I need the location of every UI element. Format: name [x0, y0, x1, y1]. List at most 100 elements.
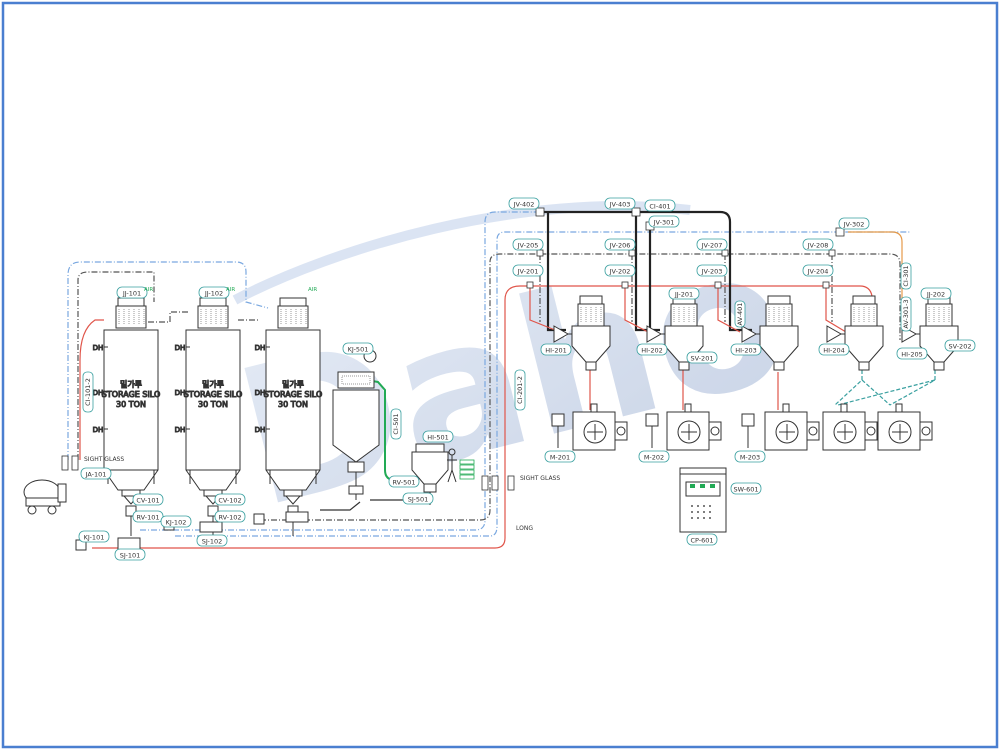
day-silo [826, 295, 884, 371]
tag-sw-601: SW-601 [730, 482, 762, 495]
operator-panel [741, 413, 755, 448]
level-mark: DH [93, 344, 104, 352]
tag-hi-202: HI-202 [636, 343, 668, 356]
tag-jv-301-text: JV-301 [653, 219, 675, 227]
tag-av-401-text: AV-401 [736, 303, 744, 326]
tag-hi-501-text: HI-501 [427, 434, 449, 442]
tag-jv-206: JV-206 [604, 238, 636, 251]
tag-rv-501-text: RV-501 [393, 479, 416, 487]
hopper-feeder [411, 443, 449, 505]
tag-jv-402-text: JV-402 [513, 201, 535, 209]
air-label-2: AIR [226, 287, 235, 293]
tag-m-203-text: M-203 [740, 454, 760, 462]
sight-glass-left [61, 455, 79, 471]
tag-jv-207: JV-207 [696, 238, 728, 251]
tag-rv-101: RV-101 [132, 510, 164, 523]
material-stack [459, 459, 475, 480]
tag-jv-204: JV-204 [802, 264, 834, 277]
level-mark: DH [255, 389, 266, 397]
tag-kj-102: KJ-102 [160, 515, 192, 528]
tag-rv-501: RV-501 [388, 475, 420, 488]
mixer-machine [764, 403, 820, 451]
tag-sj-501: SJ-501 [402, 492, 434, 505]
silo-capacity: 30 TON [278, 400, 308, 409]
tag-hi-204: HI-204 [818, 343, 850, 356]
tag-jv-403-text: JV-403 [609, 201, 631, 209]
tag-jj-202: JJ-202 [920, 287, 952, 300]
sight-glass-mid-label: SIGHT GLASS [520, 475, 560, 482]
tag-hi-202-text: HI-202 [641, 347, 663, 355]
silo-capacity: 30 TON [198, 400, 228, 409]
mixer-machine [572, 403, 628, 451]
tag-m-201-text: M-201 [550, 454, 570, 462]
day-silo [553, 295, 611, 371]
tag-rv-102: RV-102 [214, 510, 246, 523]
silo-name-en: STORAGE SILO [184, 390, 243, 399]
silo-name-kr: 밀가루 [120, 380, 142, 389]
tag-cv-102: CV-102 [214, 493, 246, 506]
tag-sj-501-text: SJ-501 [408, 496, 429, 504]
silo-name-en: STORAGE SILO [102, 390, 161, 399]
sight-glass-left-label: SIGHT GLASS [84, 456, 124, 463]
tag-ci-301-text: CI-301 [902, 265, 910, 286]
tag-hi-201: HI-201 [540, 343, 572, 356]
tag-jj-201-text: JJ-201 [674, 291, 693, 299]
tag-jv-403: JV-403 [604, 197, 636, 210]
tag-kj-101: KJ-101 [78, 530, 110, 543]
level-mark: DH [93, 389, 104, 397]
silo-name-en: STORAGE SILO [264, 390, 323, 399]
tag-jv-206-text: JV-206 [609, 242, 631, 250]
tag-hi-205-text: HI-205 [901, 351, 923, 359]
tag-sv-202: SV-202 [944, 339, 976, 352]
tag-av-401: AV-401 [734, 300, 746, 328]
tag-rv-101-text: RV-101 [137, 514, 160, 522]
level-mark: DH [175, 344, 186, 352]
tag-jv-207-text: JV-207 [701, 242, 723, 250]
tag-jv-201: JV-201 [512, 264, 544, 277]
tag-m-202-text: M-202 [644, 454, 664, 462]
tag-ci-501: CI-501 [390, 408, 402, 440]
long-label: LONG [516, 525, 533, 532]
tag-jv-203: JV-203 [696, 264, 728, 277]
level-mark: DH [93, 426, 104, 434]
tag-jj-101: JJ-101 [116, 286, 148, 299]
tag-sj-102-text: SJ-102 [202, 538, 223, 546]
tag-sw-601-text: SW-601 [733, 486, 758, 494]
tag-kj-101-text: KJ-101 [84, 534, 105, 542]
air-label-3: AIR [308, 287, 317, 293]
tag-jv-202: JV-202 [604, 264, 636, 277]
tag-sj-101: SJ-101 [114, 548, 146, 561]
tag-jv-202-text: JV-202 [609, 268, 631, 276]
control-panel [679, 467, 727, 533]
tag-jv-208: JV-208 [802, 238, 834, 251]
tag-jv-301: JV-301 [648, 215, 680, 228]
tag-jv-201-text: JV-201 [517, 268, 539, 276]
tag-cv-101-text: CV-101 [136, 497, 159, 505]
silo-name-kr: 밀가루 [282, 380, 304, 389]
level-mark: DH [175, 426, 186, 434]
tag-ci-301: CI-301 [900, 262, 912, 290]
tag-jv-302: JV-302 [838, 217, 870, 230]
tag-av-301-3: AV-301-3 [900, 296, 912, 332]
tag-hi-501: HI-501 [422, 430, 454, 443]
mixer-machine [877, 403, 933, 451]
tag-jv-208-text: JV-208 [807, 242, 829, 250]
tag-sv-201: SV-201 [686, 351, 718, 364]
tag-ci-101-2-text: CI-101-2 [84, 378, 92, 406]
tag-jj-202-text: JJ-202 [926, 291, 945, 299]
tag-cp-601-text: CP-601 [690, 537, 713, 545]
tag-jj-102: JJ-102 [198, 286, 230, 299]
sight-glass-mid [481, 475, 515, 491]
tag-jj-102-text: JJ-102 [204, 290, 223, 298]
day-silo [901, 295, 959, 371]
tag-ci-201-2-text: CI-201-2 [516, 376, 524, 404]
operator-panel [551, 413, 565, 448]
worker-figure [447, 448, 457, 483]
tag-hi-203: HI-203 [730, 343, 762, 356]
